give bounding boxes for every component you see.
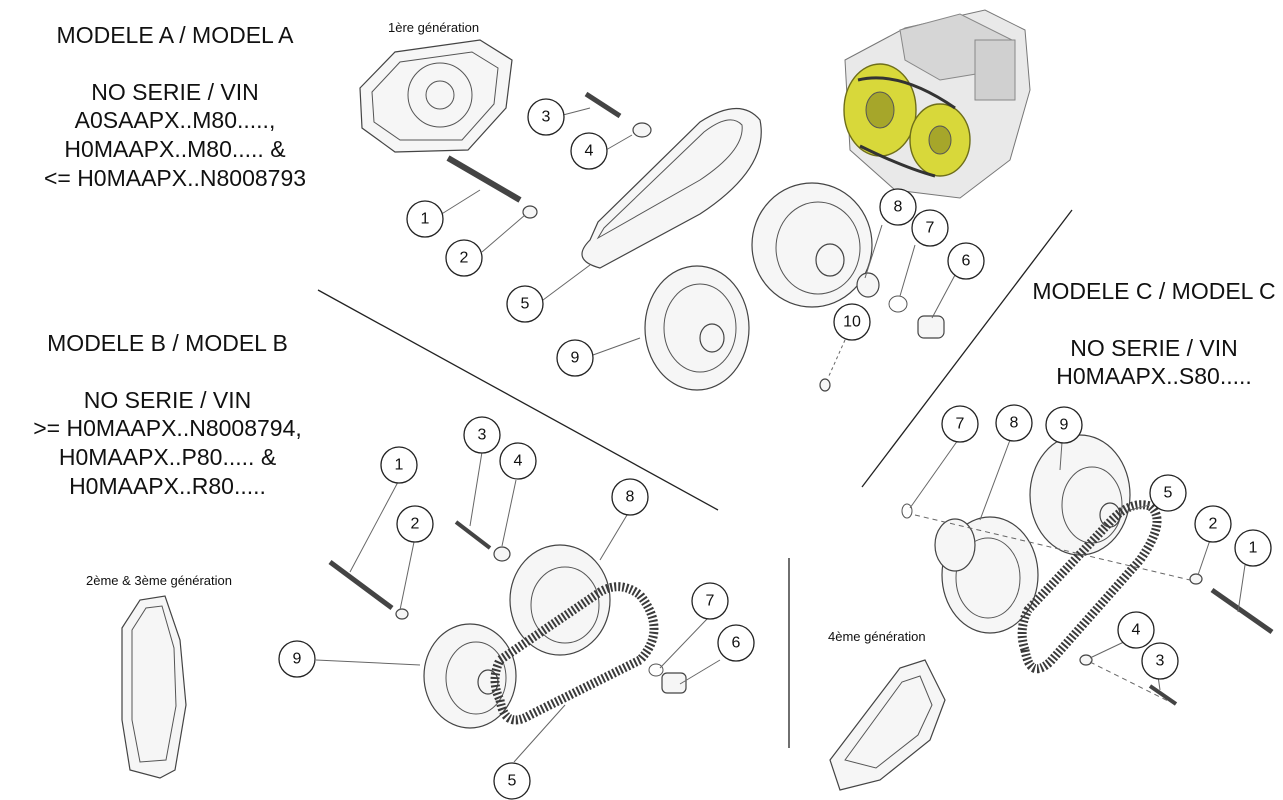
separator-a-b [317,289,719,511]
callout-a-6: 6 [947,242,985,280]
model-b-vin-1: >= H0MAAPX..N8008794, [33,415,302,441]
svg-text:7: 7 [956,416,965,433]
pulley-icon [644,182,873,391]
callout-a-10: 10 [833,303,871,341]
callout-b-5: 5 [493,762,531,800]
callout-b-7: 7 [691,582,729,620]
model-a-vin-3: <= H0MAAPX..N8008793 [43,165,307,191]
model-a-vin-1: A0SAAPX..M80....., [74,107,276,133]
model-b-block: MODELE B / MODEL B NO SERIE / VIN >= H0M… [20,330,315,501]
drive-belt-icon [581,107,762,269]
model-a-block: MODELE A / MODEL A NO SERIE / VIN A0SAAP… [30,22,320,193]
callout-a-9: 9 [556,339,594,377]
callout-c-7: 7 [941,405,979,443]
model-a-vin-2: H0MAAPX..M80..... & [64,136,286,162]
model-c-title: MODELE C / MODEL C [1032,278,1276,304]
model-b-vin-label: NO SERIE / VIN [83,387,252,413]
callout-c-5: 5 [1149,474,1187,512]
svg-text:2: 2 [411,516,420,533]
cvt-cover-gen4-icon [829,659,946,791]
svg-text:6: 6 [962,253,971,270]
callout-a-8: 8 [879,188,917,226]
svg-text:5: 5 [508,773,517,790]
callout-c-3: 3 [1141,642,1179,680]
svg-text:1: 1 [1249,540,1258,557]
svg-text:4: 4 [514,453,523,470]
svg-text:3: 3 [478,427,487,444]
callout-a-7: 7 [911,209,949,247]
svg-text:4: 4 [1132,622,1141,639]
model-b-vin-3: H0MAAPX..R80..... [69,473,266,499]
svg-text:3: 3 [542,109,551,126]
callout-a-4: 4 [570,132,608,170]
svg-text:2: 2 [460,250,469,267]
callout-b-3: 3 [463,416,501,454]
svg-text:1: 1 [421,211,430,228]
callout-c-4: 4 [1117,611,1155,649]
callout-a-3: 3 [527,98,565,136]
svg-text:5: 5 [521,296,530,313]
bolt-icon [446,91,945,392]
svg-text:7: 7 [926,220,935,237]
callout-a-1: 1 [406,200,444,238]
model-c-vin-1: H0MAAPX..S80..... [1056,363,1252,389]
leaders-b [315,451,721,763]
separator-a-c [861,209,1073,488]
model-a-vin-label: NO SERIE / VIN [91,79,259,105]
svg-text:3: 3 [1156,653,1165,670]
callout-c-1: 1 [1234,529,1272,567]
svg-text:8: 8 [894,199,903,216]
pulley-c-icon [934,434,1131,634]
cvt-cover-gen23-icon [121,595,187,779]
engine-icon [843,9,1031,199]
svg-text:2: 2 [1209,516,1218,533]
callout-b-8: 8 [611,478,649,516]
callout-c-9: 9 [1045,406,1083,444]
model-c-vin-label: NO SERIE / VIN [1070,335,1238,361]
callout-c-2: 2 [1194,505,1232,543]
drive-belt-c-icon [1017,500,1162,674]
model-b-vin-2: H0MAAPX..P80..... & [58,444,277,470]
svg-text:8: 8 [1010,415,1019,432]
model-c-block: MODELE C / MODEL C NO SERIE / VIN H0MAAP… [1023,278,1283,391]
svg-text:1: 1 [395,457,404,474]
callout-b-2: 2 [396,505,434,543]
callout-b-6: 6 [717,624,755,662]
gen4-label: 4ème génération [828,629,926,644]
svg-text:8: 8 [626,489,635,506]
svg-text:7: 7 [706,593,715,610]
callout-a-2: 2 [445,239,483,277]
gen23-label: 2ème & 3ème génération [86,573,232,588]
cvt-cover-icon [359,39,513,153]
model-a-title: MODELE A / MODEL A [56,22,294,48]
svg-text:5: 5 [1164,485,1173,502]
leaders-c [909,439,1246,691]
bolt-c-icon [901,503,1274,706]
callout-c-8: 8 [995,404,1033,442]
gen1-label: 1ère génération [388,20,480,35]
svg-text:6: 6 [732,635,741,652]
model-b-title: MODELE B / MODEL B [47,330,288,356]
callout-b-9: 9 [278,640,316,678]
svg-text:9: 9 [571,350,580,367]
callout-b-1: 1 [380,446,418,484]
pulley-b-icon [423,544,611,729]
svg-text:4: 4 [585,143,594,160]
callout-a-5: 5 [506,285,544,323]
svg-text:9: 9 [293,651,302,668]
callout-b-4: 4 [499,442,537,480]
svg-text:10: 10 [843,314,861,331]
bolt-b-icon [328,520,687,694]
leaders-a [439,107,956,379]
svg-text:9: 9 [1060,417,1069,434]
